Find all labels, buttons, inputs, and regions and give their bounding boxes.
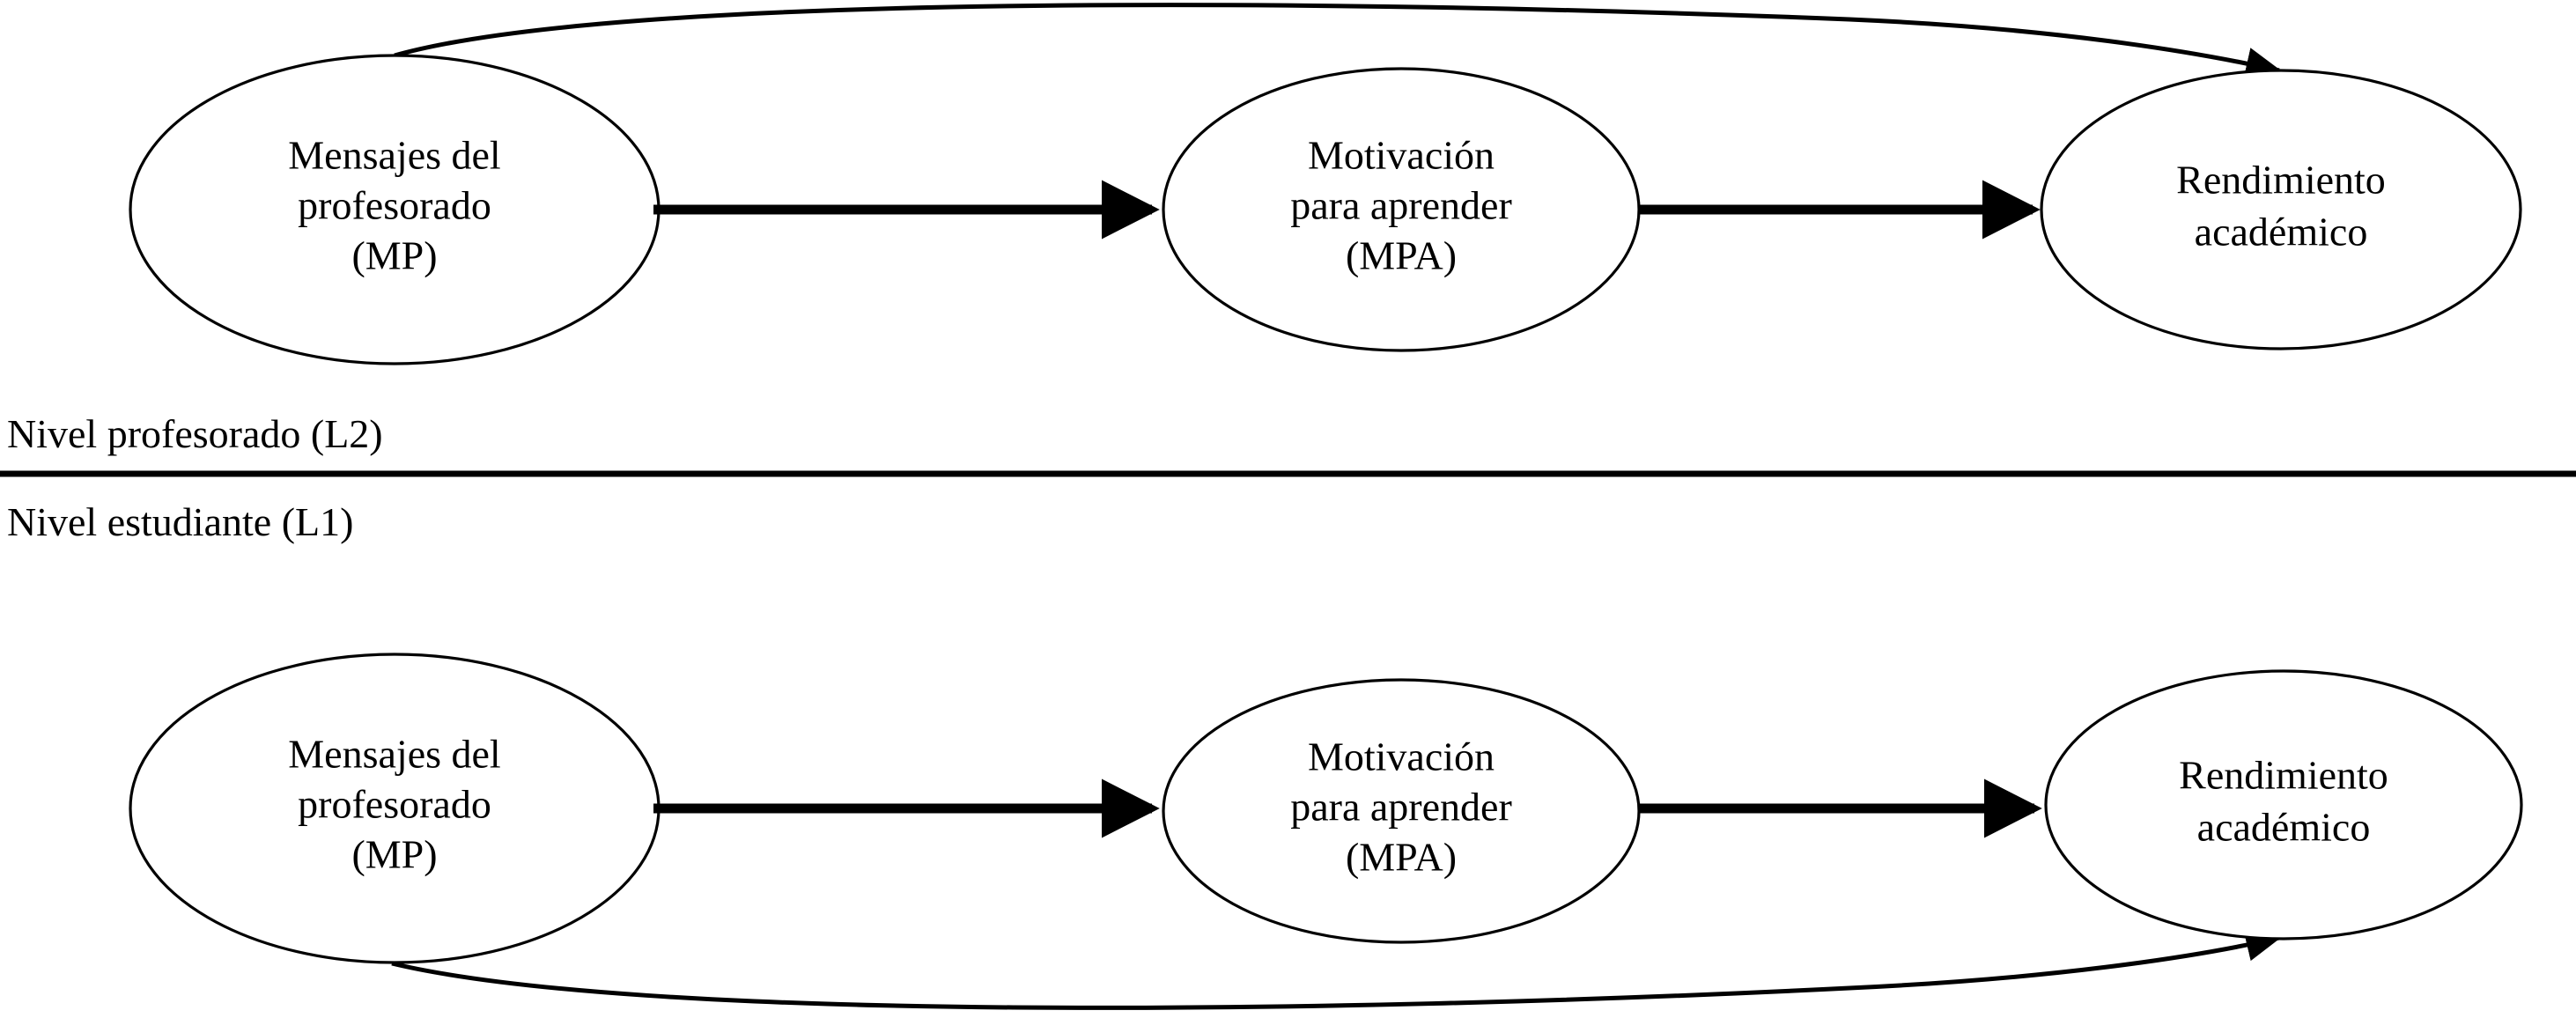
- level-2-group: Mensajes del profesorado (MP) Motivación…: [7, 3, 2522, 456]
- node-mpa-l2-shape[interactable]: [1162, 67, 1641, 352]
- node-mp-l1[interactable]: Mensajes del profesorado (MP): [129, 653, 661, 964]
- node-mp-l2[interactable]: Mensajes del profesorado (MP): [129, 54, 661, 365]
- path-mp-to-ra-l2: [394, 3, 2282, 79]
- node-mpa-l1-line1: Motivación: [1308, 734, 1495, 779]
- node-ra-l1-line1: Rendimiento: [2179, 753, 2388, 798]
- node-mpa-l1-line3: (MPA): [1346, 835, 1457, 880]
- node-ra-l2[interactable]: Rendimiento académico: [2040, 69, 2522, 350]
- node-mpa-l1[interactable]: Motivación para aprender (MPA): [1162, 678, 1641, 944]
- node-ra-l1-shape[interactable]: [2044, 669, 2523, 941]
- node-ra-l1[interactable]: Rendimiento académico: [2044, 669, 2523, 941]
- node-mpa-l1-shape[interactable]: [1162, 678, 1641, 944]
- node-mp-l1-line3: (MP): [351, 832, 437, 877]
- path-mp-to-ra-l1: [391, 930, 2282, 1010]
- node-ra-l2-line1: Rendimiento: [2176, 158, 2386, 203]
- node-mp-l1-line2: profesorado: [298, 782, 491, 827]
- node-ra-l2-shape[interactable]: [2040, 69, 2522, 350]
- node-mpa-l1-line2: para aprender: [1290, 785, 1512, 830]
- node-mpa-l2-line2: para aprender: [1290, 183, 1512, 228]
- node-mp-l2-line1: Mensajes del: [288, 133, 500, 178]
- node-ra-l1-line2: académico: [2197, 805, 2371, 850]
- node-mp-l2-line2: profesorado: [298, 183, 491, 228]
- level-label-student: Nivel estudiante (L1): [7, 499, 353, 544]
- level-1-group: Nivel estudiante (L1) Mensajes del profe…: [7, 499, 2523, 1010]
- node-mpa-l2[interactable]: Motivación para aprender (MPA): [1162, 67, 1641, 352]
- node-ra-l2-line2: académico: [2195, 210, 2368, 254]
- node-mp-l1-line1: Mensajes del: [288, 732, 500, 777]
- node-mpa-l2-line3: (MPA): [1346, 233, 1457, 278]
- node-mpa-l2-line1: Motivación: [1308, 133, 1495, 178]
- level-label-teacher: Nivel profesorado (L2): [7, 411, 383, 456]
- node-mp-l2-line3: (MP): [351, 233, 437, 278]
